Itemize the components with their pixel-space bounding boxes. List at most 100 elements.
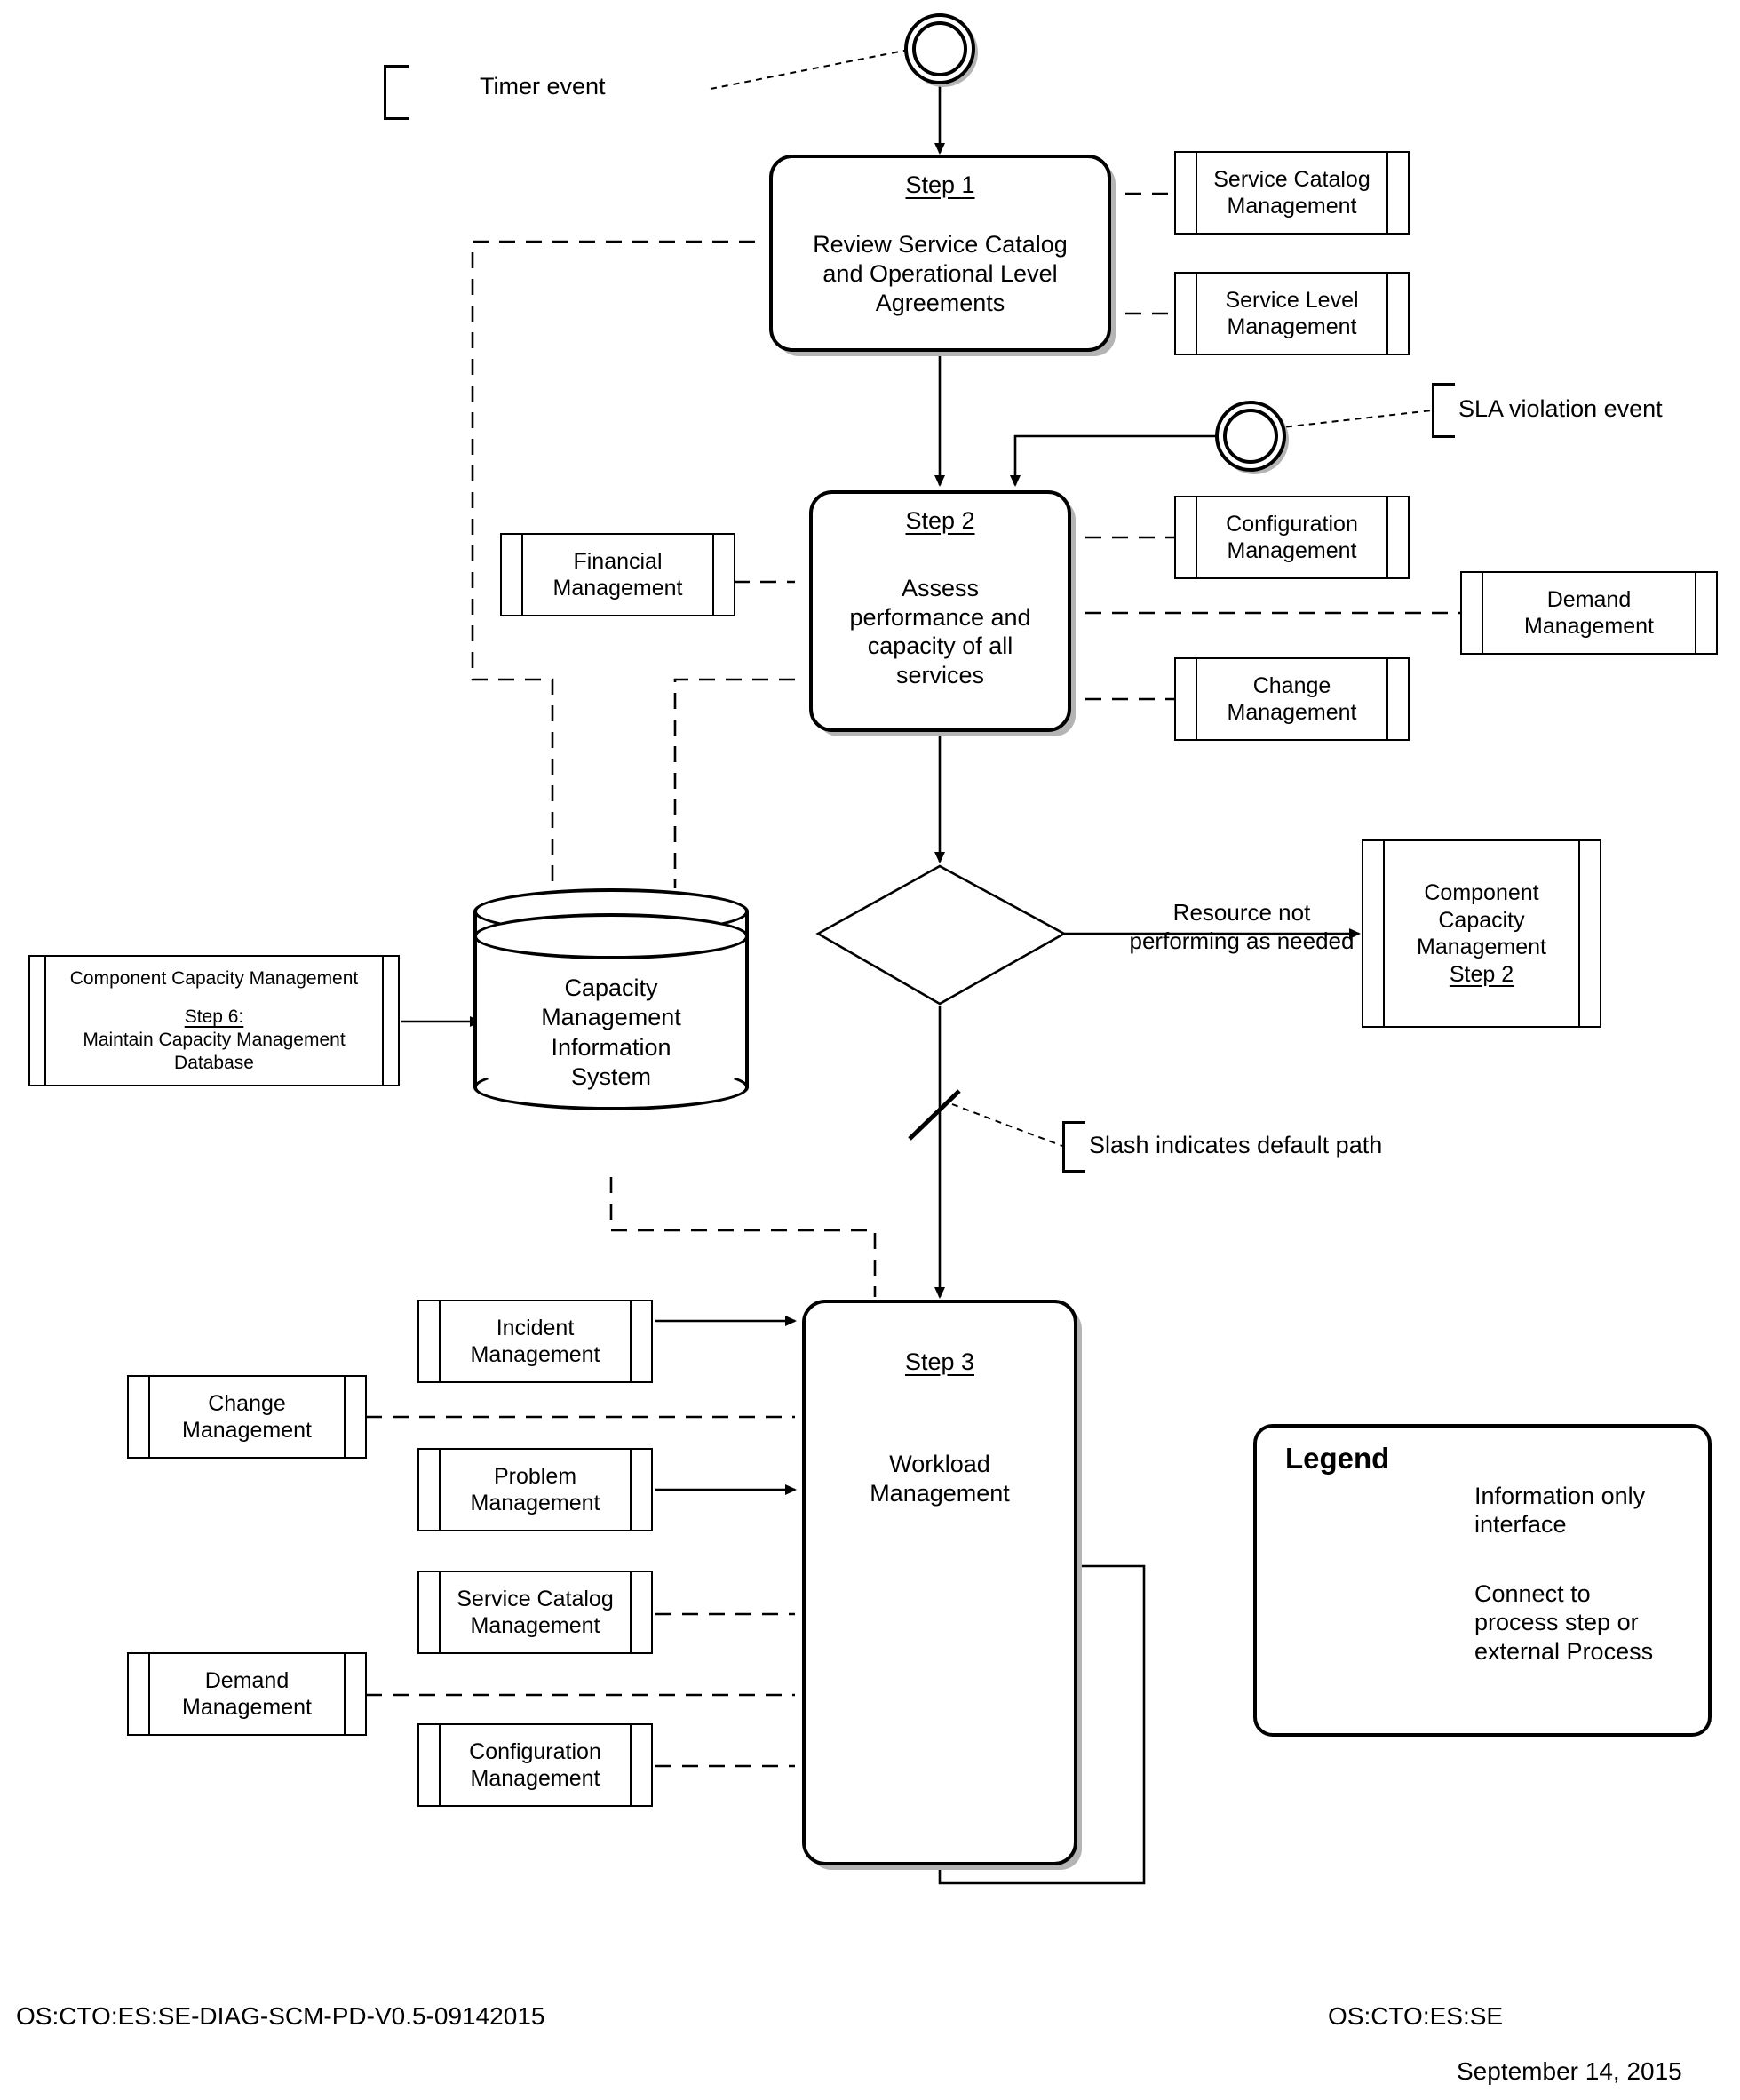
subprocess-component-capacity-management-step2[interactable]: Component Capacity Management Step 2 bbox=[1362, 839, 1601, 1028]
datastore-line-1: Capacity bbox=[564, 974, 658, 1001]
footer-organization: OS:CTO:ES:SE bbox=[1328, 2002, 1504, 2030]
label-line-3: Management bbox=[1417, 935, 1546, 959]
label-line-1: Service Level bbox=[1225, 287, 1359, 313]
subprocess-label: Change Management bbox=[150, 1377, 344, 1457]
subprocess-service-catalog-management-step3[interactable]: Service Catalog Management bbox=[417, 1571, 653, 1654]
subprocess-configuration-management-step2[interactable]: Configuration Management bbox=[1174, 496, 1410, 579]
label-line-1: Maintain Capacity Management bbox=[83, 1030, 346, 1050]
label-line-2: Management bbox=[1524, 614, 1654, 639]
subprocess-label: Configuration Management bbox=[1197, 497, 1386, 577]
subprocess-component-capacity-management-step6[interactable]: Component Capacity Management Step 6: Ma… bbox=[28, 955, 400, 1086]
label-line-1: Demand bbox=[204, 1667, 290, 1693]
datastore-line-4: System bbox=[570, 1063, 652, 1091]
slash-annotation-label: Slash indicates default path bbox=[1089, 1132, 1383, 1158]
label-line-2: Management bbox=[552, 576, 683, 601]
legend-item-information-only: Information only interface bbox=[1474, 1482, 1723, 1539]
legend-item-1-line-1: Information only bbox=[1474, 1483, 1646, 1509]
step-2-line-3: capacity of all bbox=[867, 632, 1013, 660]
decision-branch-label: Resource not performing as needed bbox=[1108, 899, 1375, 955]
subprocess-left-bar bbox=[502, 535, 523, 615]
label-line-2: Database bbox=[174, 1052, 254, 1073]
iface-step2-cmis-left bbox=[673, 678, 795, 888]
leader-sla-event bbox=[1274, 410, 1433, 429]
subprocess-label: Demand Management bbox=[150, 1654, 344, 1734]
subprocess-right-bar bbox=[1386, 274, 1408, 354]
subprocess-right-bar bbox=[630, 1301, 651, 1381]
subprocess-label: Component Capacity Management Step 6: Ma… bbox=[46, 957, 382, 1085]
slash-annotation-bracket bbox=[1062, 1121, 1085, 1173]
subprocess-service-level-management[interactable]: Service Level Management bbox=[1174, 272, 1410, 355]
label-line-2: Management bbox=[470, 1766, 600, 1791]
legend-item-1-line-2: interface bbox=[1474, 1511, 1567, 1539]
subprocess-right-bar bbox=[382, 957, 398, 1085]
process-step-2[interactable]: Step 2 Assess performance and capacity o… bbox=[809, 490, 1071, 732]
subprocess-left-bar bbox=[419, 1572, 441, 1652]
label-line-1: Demand bbox=[1546, 586, 1632, 612]
subprocess-label: Incident Management bbox=[441, 1301, 630, 1381]
subprocess-left-bar bbox=[1176, 659, 1197, 739]
subprocess-right-bar bbox=[630, 1572, 651, 1652]
label-line-2: Management bbox=[470, 1342, 600, 1367]
subprocess-incident-management[interactable]: Incident Management bbox=[417, 1300, 653, 1383]
step-1-line-2: and Operational Level bbox=[822, 260, 1058, 287]
process-step-3[interactable]: Step 3 Workload Management bbox=[802, 1300, 1077, 1865]
subprocess-left-bar bbox=[1462, 573, 1483, 653]
decision-branch-line-2: performing as needed bbox=[1129, 927, 1355, 954]
legend-item-2-line-2: process step or bbox=[1474, 1609, 1639, 1636]
label-line-2: Management bbox=[182, 1695, 312, 1720]
leader-timer-event bbox=[710, 48, 914, 90]
sla-violation-bracket bbox=[1432, 383, 1455, 438]
sla-violation-event-label: SLA violation event bbox=[1458, 395, 1663, 422]
step-3-line-2: Management bbox=[870, 1479, 1010, 1507]
step-2-number: Step 2 bbox=[905, 507, 975, 534]
subprocess-right-bar bbox=[1578, 841, 1600, 1026]
datastore-line-3: Information bbox=[551, 1033, 671, 1061]
label-line-2: Management bbox=[470, 1491, 600, 1515]
subprocess-right-bar bbox=[712, 535, 734, 615]
subprocess-left-bar bbox=[1176, 274, 1197, 354]
label-line-1: Service Catalog bbox=[457, 1586, 614, 1611]
process-step-1[interactable]: Step 1 Review Service Catalog and Operat… bbox=[769, 155, 1111, 352]
subprocess-configuration-management-step3[interactable]: Configuration Management bbox=[417, 1723, 653, 1807]
subprocess-financial-management[interactable]: Financial Management bbox=[500, 533, 735, 616]
label-line-2: Management bbox=[1227, 314, 1357, 339]
label-line-2: Management bbox=[470, 1613, 600, 1638]
subprocess-demand-management-step2[interactable]: Demand Management bbox=[1460, 571, 1718, 655]
subprocess-left-bar bbox=[419, 1301, 441, 1381]
subprocess-left-bar bbox=[419, 1725, 441, 1805]
subprocess-right-bar bbox=[1386, 497, 1408, 577]
step-1-description: Review Service Catalog and Operational L… bbox=[798, 200, 1082, 348]
subprocess-label: Service Level Management bbox=[1197, 274, 1386, 354]
timer-event-label: Timer event bbox=[480, 73, 606, 99]
subprocess-right-bar bbox=[1386, 659, 1408, 739]
datastore-line-2: Management bbox=[541, 1004, 681, 1031]
legend-item-2-line-3: external Process bbox=[1474, 1637, 1654, 1665]
subprocess-demand-management-step3[interactable]: Demand Management bbox=[127, 1652, 367, 1736]
subprocess-right-bar bbox=[1695, 573, 1716, 653]
subprocess-right-bar bbox=[630, 1725, 651, 1805]
flow-sla-to-step2 bbox=[1010, 434, 1220, 487]
step-3-description: Workload Management bbox=[855, 1450, 1024, 1508]
subprocess-service-catalog-management-step1[interactable]: Service Catalog Management bbox=[1174, 151, 1410, 235]
legend-item-connect-to-process: Connect to process step or external Proc… bbox=[1474, 1579, 1732, 1666]
datastore-capacity-management-information-system[interactable]: Capacity Management Information System bbox=[473, 888, 749, 1110]
subprocess-label: Demand Management bbox=[1483, 573, 1695, 653]
legend-item-2-line-1: Connect to bbox=[1474, 1580, 1591, 1607]
default-path-slash bbox=[908, 1089, 961, 1141]
subprocess-label: Change Management bbox=[1197, 659, 1386, 739]
label-line-1: Component bbox=[1424, 880, 1539, 905]
label-line-1: Configuration bbox=[1226, 511, 1358, 537]
subprocess-change-management-step3[interactable]: Change Management bbox=[127, 1375, 367, 1459]
step-3-line-1: Workload bbox=[889, 1450, 990, 1477]
subprocess-label: Financial Management bbox=[523, 535, 712, 615]
label-line-1: Service Catalog bbox=[1213, 166, 1371, 192]
subprocess-left-bar bbox=[1176, 497, 1197, 577]
label-line-1: Change bbox=[1252, 672, 1331, 698]
sla-violation-event-icon bbox=[1215, 401, 1286, 472]
subprocess-change-management-step2[interactable]: Change Management bbox=[1174, 657, 1410, 741]
footer-date: September 14, 2015 bbox=[1457, 2057, 1682, 2085]
subprocess-right-bar bbox=[344, 1377, 365, 1457]
subprocess-problem-management[interactable]: Problem Management bbox=[417, 1448, 653, 1531]
subprocess-right-bar bbox=[1386, 153, 1408, 233]
subprocess-left-bar bbox=[129, 1654, 150, 1734]
